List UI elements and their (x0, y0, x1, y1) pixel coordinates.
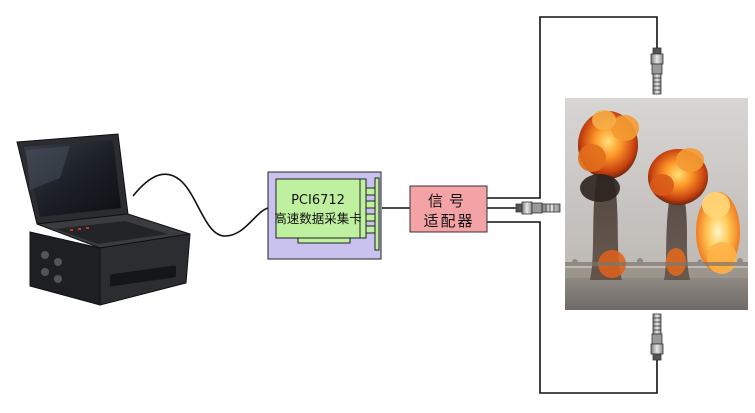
signal-adapter: 信号 适配器 (409, 185, 488, 233)
explosion-test-photo (565, 98, 748, 310)
wires (132, 16, 658, 394)
middle-sensor (515, 201, 561, 215)
pressure-sensor-icon (515, 47, 664, 361)
bottom-sensor-line (487, 221, 658, 394)
adapter-box (409, 185, 488, 233)
card-model-label: PCI6712 (291, 193, 345, 208)
adapter-label-line1: 信号 (428, 192, 470, 210)
rugged-laptop-icon (16, 133, 191, 306)
laptop-to-card-cable (132, 173, 269, 237)
bottom-sensor (650, 313, 664, 361)
card-name-label: 高速数据采集卡 (274, 211, 362, 226)
card-pcb (275, 178, 361, 239)
daq-card: PCI6712 高速数据采集卡 (267, 171, 382, 260)
top-sensor-line (487, 16, 658, 199)
top-sensor (650, 47, 664, 95)
adapter-label-line2: 适配器 (423, 212, 474, 230)
